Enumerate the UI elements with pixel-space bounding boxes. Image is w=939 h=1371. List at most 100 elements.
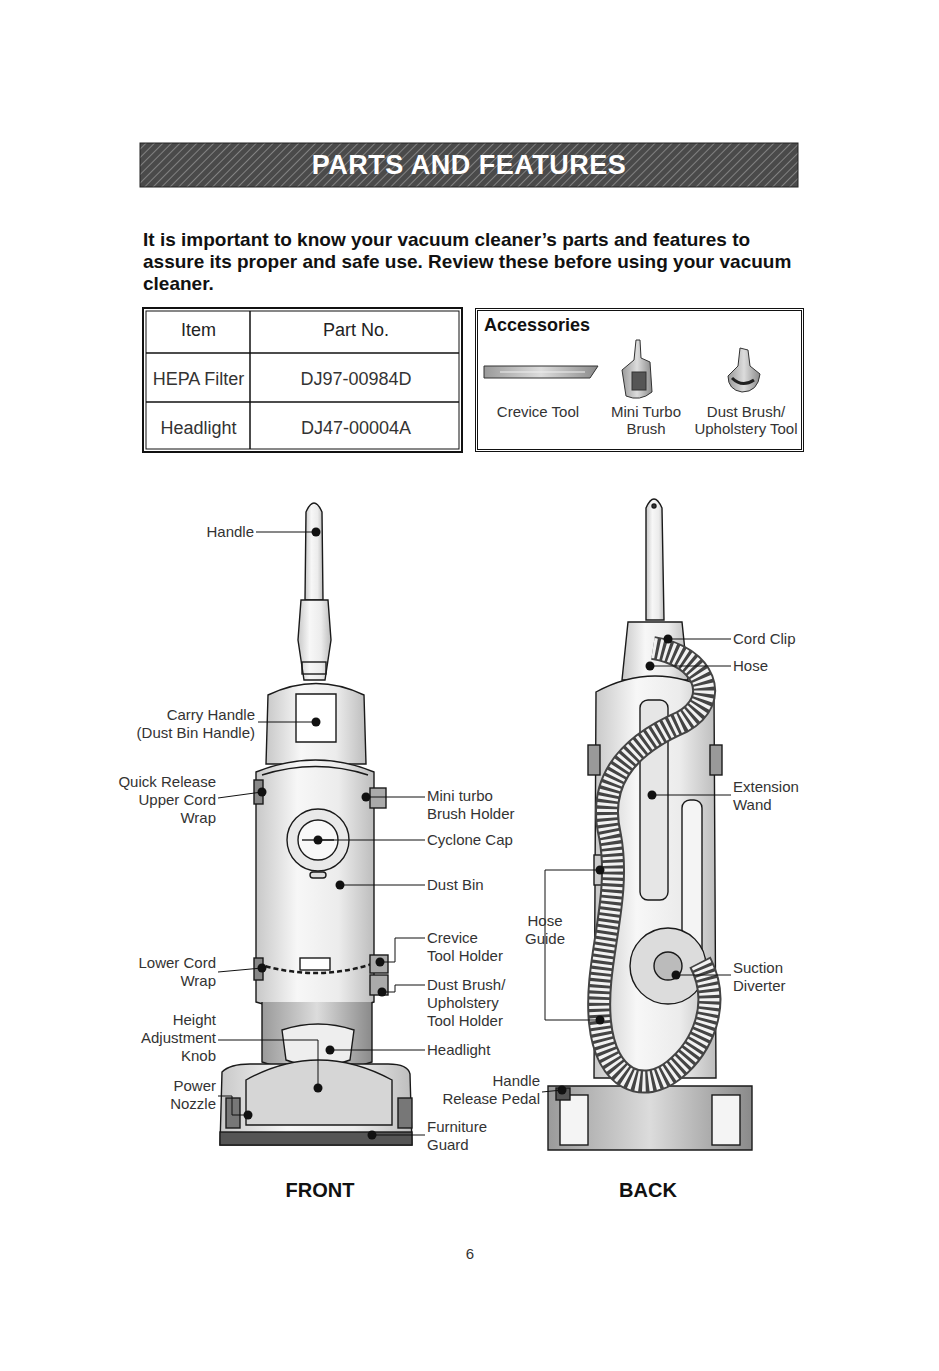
part-label: Handle Release Pedal bbox=[441, 1072, 540, 1108]
leader-lines-part bbox=[330, 1050, 425, 1051]
leader-lines-part bbox=[340, 885, 425, 886]
vacuum-back-part bbox=[588, 745, 600, 775]
parts-table-part bbox=[146, 352, 459, 354]
vacuum-front-part bbox=[305, 503, 323, 600]
accessory-caption: Mini Turbo Brush bbox=[607, 403, 685, 437]
page-title: PARTS AND FEATURES bbox=[140, 143, 798, 187]
leader-lines bbox=[218, 532, 731, 1135]
part-label: Handle bbox=[140, 523, 254, 541]
leader-dots-part bbox=[314, 1084, 323, 1093]
leader-lines-part bbox=[318, 840, 425, 841]
leader-dots-part bbox=[258, 788, 267, 797]
table-cell: Headlight bbox=[147, 418, 250, 439]
leader-dots-part bbox=[312, 528, 321, 537]
leader-lines-part bbox=[380, 938, 425, 962]
leader-dots-part bbox=[376, 958, 385, 967]
part-label: Crevice Tool Holder bbox=[427, 929, 507, 965]
vacuum-back-part bbox=[712, 1095, 740, 1145]
vacuum-front-part bbox=[302, 662, 326, 674]
parts-table bbox=[143, 308, 462, 452]
view-caption: BACK bbox=[568, 1178, 728, 1202]
accessory-icons-part bbox=[732, 378, 754, 384]
leader-lines-part bbox=[218, 792, 262, 798]
table-header: Part No. bbox=[250, 320, 462, 341]
part-label: Hose Guide bbox=[520, 912, 570, 948]
parts-table-part bbox=[249, 311, 251, 449]
accessory-icons-part bbox=[728, 348, 760, 392]
accessory-caption: Crevice Tool bbox=[480, 403, 596, 420]
part-label: Extension Wand bbox=[733, 778, 813, 814]
title-band bbox=[140, 143, 798, 187]
part-label: Height Adjustment Knob bbox=[131, 1011, 216, 1065]
part-label: Mini turbo Brush Holder bbox=[427, 787, 527, 823]
vacuum-front bbox=[220, 503, 412, 1145]
vacuum-back-part bbox=[710, 745, 722, 775]
leader-dots-part bbox=[312, 718, 321, 727]
leader-dots-part bbox=[672, 971, 681, 980]
leader-dots-part bbox=[314, 836, 323, 845]
leader-dots-part bbox=[558, 1086, 567, 1095]
vacuum-front-part bbox=[220, 1132, 412, 1145]
leader-dots-part bbox=[664, 635, 673, 644]
accessory-icons-part bbox=[500, 372, 585, 373]
box-heading: Accessories bbox=[484, 317, 644, 334]
leader-dots bbox=[244, 528, 681, 1140]
vacuum-front-part bbox=[226, 1098, 240, 1128]
leader-lines-part bbox=[366, 797, 425, 798]
accessory-icons-part bbox=[484, 366, 598, 378]
leader-lines-part bbox=[372, 1135, 425, 1136]
leader-lines-part bbox=[218, 968, 262, 972]
vacuum-front-part bbox=[256, 760, 374, 1012]
part-label: Cord Clip bbox=[733, 630, 843, 648]
vacuum-back-part bbox=[654, 952, 682, 980]
vacuum-front-part bbox=[398, 1098, 412, 1128]
table-cell: DJ97-00984D bbox=[250, 369, 462, 390]
vacuum-back bbox=[548, 499, 752, 1150]
accessory-icons-part bbox=[622, 340, 652, 398]
parts-table-part bbox=[143, 308, 462, 452]
leader-lines-part bbox=[218, 1096, 248, 1115]
leader-dots-part bbox=[646, 662, 655, 671]
vacuum-front-part bbox=[300, 958, 330, 970]
leader-dots-part bbox=[378, 988, 387, 997]
part-label: Quick Release Upper Cord Wrap bbox=[114, 773, 216, 827]
table-cell: HEPA Filter bbox=[147, 369, 250, 390]
vacuum-back-part bbox=[652, 504, 656, 508]
vacuum-back-part bbox=[599, 648, 709, 1082]
leader-dots-part bbox=[326, 1046, 335, 1055]
leader-dots-part bbox=[368, 1131, 377, 1140]
part-label: Headlight bbox=[427, 1041, 577, 1059]
leader-lines-part bbox=[652, 795, 731, 796]
leader-dots-part bbox=[596, 1016, 605, 1025]
leader-dots-part bbox=[258, 964, 267, 973]
leader-lines-part bbox=[258, 722, 316, 723]
leader-lines-part bbox=[218, 1040, 318, 1088]
title-band-part bbox=[140, 143, 798, 187]
vacuum-back-part bbox=[599, 648, 709, 1082]
table-header: Item bbox=[147, 320, 250, 341]
vacuum-front-part bbox=[370, 788, 386, 808]
accessory-icons-part bbox=[632, 372, 646, 390]
intro-text: It is important to know your vacuum clea… bbox=[143, 229, 803, 295]
vacuum-back-part bbox=[548, 1086, 752, 1150]
vacuum-front-part bbox=[266, 684, 366, 765]
leader-lines-part bbox=[382, 985, 425, 992]
view-caption: FRONT bbox=[240, 1178, 400, 1202]
part-label: Hose bbox=[733, 657, 843, 675]
leader-dots-part bbox=[648, 791, 657, 800]
accessories-box: AccessoriesCrevice Tool Mini Turbo BrushD… bbox=[475, 308, 804, 452]
vacuum-front-part bbox=[296, 694, 336, 742]
vacuum-back-part bbox=[560, 1095, 588, 1145]
part-label: Power Nozzle bbox=[156, 1077, 216, 1113]
leader-dots-part bbox=[336, 881, 345, 890]
part-label: Cyclone Cap bbox=[427, 831, 577, 849]
leader-lines-part bbox=[256, 532, 316, 533]
vacuum-front-part bbox=[246, 1060, 392, 1125]
leader-dots-part bbox=[244, 1111, 253, 1120]
accessory-caption: Dust Brush/ Upholstery Tool bbox=[690, 403, 802, 437]
part-label: Carry Handle (Dust Bin Handle) bbox=[130, 706, 255, 742]
part-label: Lower Cord Wrap bbox=[116, 954, 216, 990]
vacuum-front-part bbox=[298, 600, 331, 680]
leader-dots-part bbox=[596, 866, 605, 875]
